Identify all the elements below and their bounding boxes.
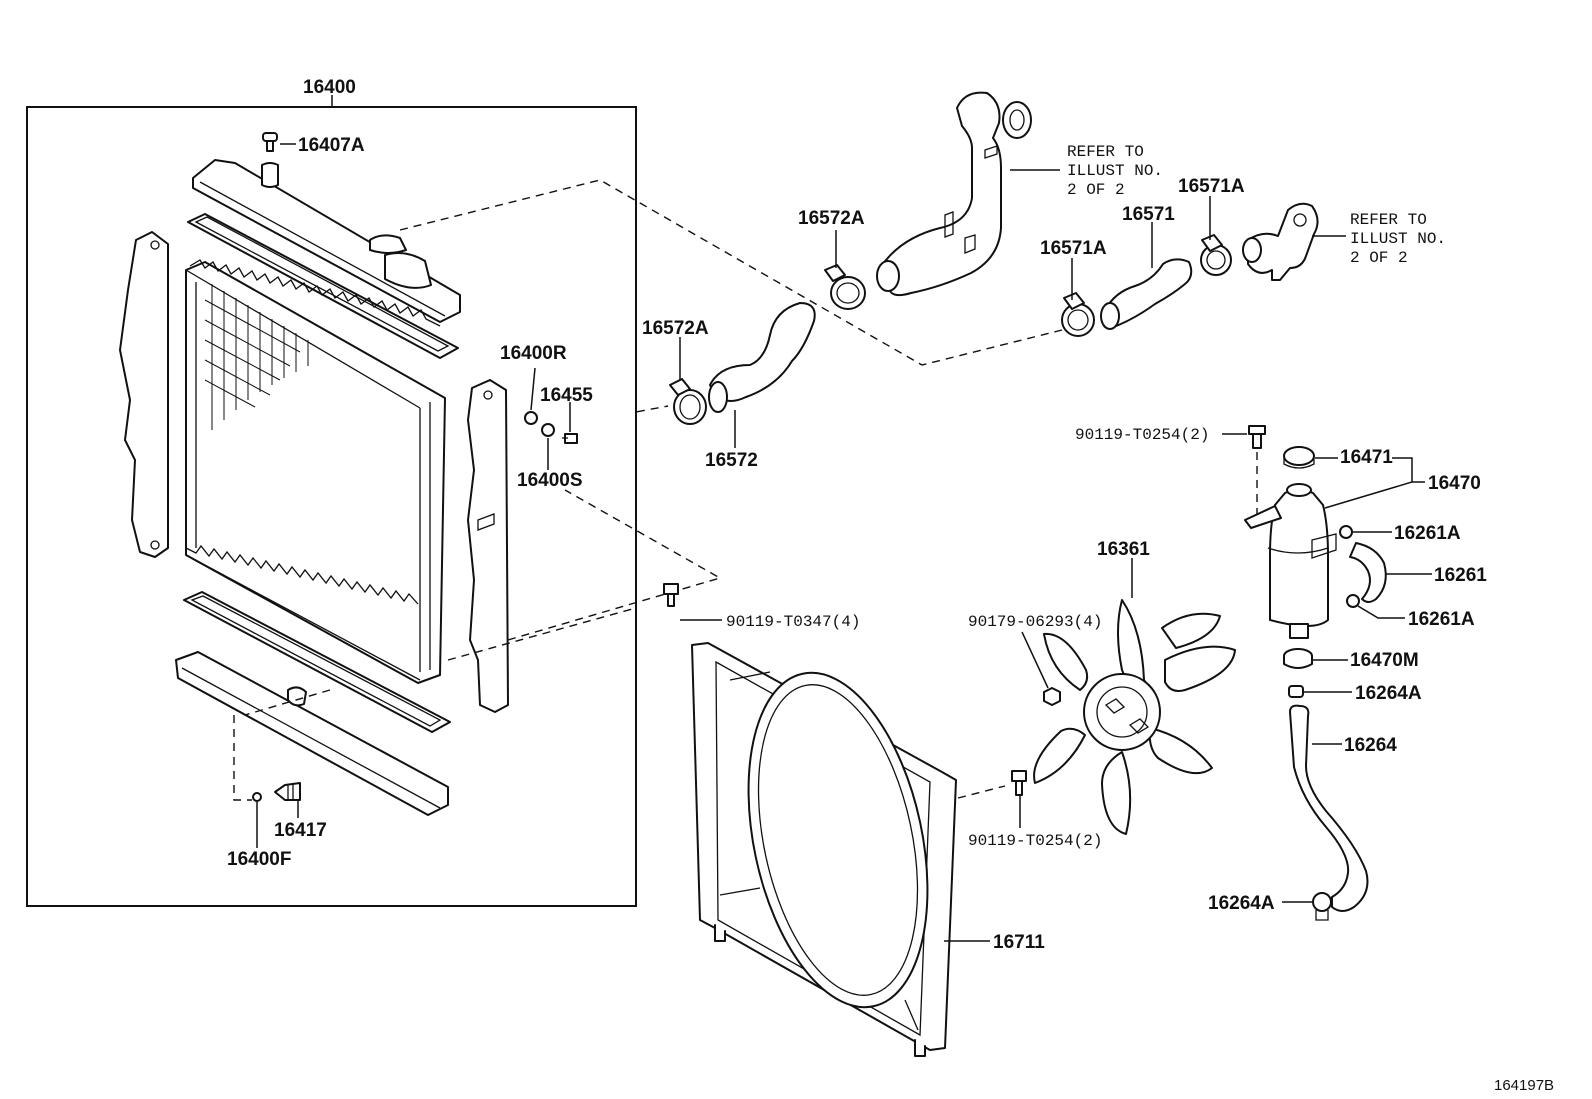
label-16400: 16400 (303, 77, 356, 98)
leader-16261A-bottom (1357, 605, 1405, 619)
water-outlet-pipe (876, 91, 1032, 297)
refer-upper-line1: REFER TO (1067, 143, 1144, 161)
hose-clip-16261A-bottom (1346, 594, 1360, 608)
fan-nut (1043, 687, 1061, 706)
label-16261: 16261 (1434, 565, 1487, 586)
label-16361: 16361 (1097, 539, 1150, 560)
refer-right-line3: 2 OF 2 (1350, 249, 1408, 267)
diagram-id: 164197B (1494, 1077, 1554, 1094)
hose-clamp-16571A-right (1200, 234, 1232, 276)
label-16470M: 16470M (1350, 650, 1419, 671)
bushing-16400R (524, 411, 538, 425)
hose-clip-16264A-top (1288, 685, 1304, 698)
lower-hose-end (708, 381, 728, 413)
label-90119-T0254-bot: 90119-T0254(2) (968, 832, 1102, 850)
grommet-16470M (1283, 648, 1313, 669)
water-inlet-fitting (1242, 202, 1319, 281)
label-16571A-right: 16571A (1178, 176, 1245, 197)
dash-bracket (507, 489, 722, 641)
shroud-bolt-right (1011, 770, 1027, 796)
radiator-core (185, 259, 446, 684)
dash-shroud-bolt (957, 785, 1006, 799)
bypass-hose-end (1100, 302, 1120, 330)
label-16261A-bottom: 16261A (1408, 609, 1475, 630)
radiator-upper-gasket (187, 213, 459, 359)
cooling-fan (1033, 599, 1236, 835)
label-16572A-mid: 16572A (642, 318, 709, 339)
reservoir-bolt (1248, 425, 1266, 449)
label-16470: 16470 (1428, 473, 1481, 494)
radiator-cap (262, 132, 278, 152)
label-90119-T0347: 90119-T0347(4) (726, 613, 860, 631)
hose-clip-16264A-bottom (1312, 892, 1332, 921)
label-16400S: 16400S (517, 470, 583, 491)
drain-gasket (252, 792, 262, 802)
label-90119-T0254-top: 90119-T0254(2) (1075, 426, 1209, 444)
leader-90179-06293 (1021, 631, 1049, 689)
fan-shroud (691, 642, 957, 1057)
leader-16470-upper (1324, 457, 1413, 509)
radiator-left-side-plate (119, 231, 169, 558)
label-16264A-bottom: 16264A (1208, 893, 1275, 914)
bushing-16400S (541, 423, 555, 437)
refer-right-line1: REFER TO (1350, 211, 1427, 229)
leader-16400R (530, 367, 536, 411)
refer-upper-line2: ILLUST NO. (1067, 162, 1163, 180)
label-16711: 16711 (993, 932, 1045, 953)
dash-lower-hose (447, 405, 669, 661)
bolt-16455 (562, 433, 578, 444)
label-16455: 16455 (540, 385, 593, 406)
hose-clip-16261A-top (1339, 525, 1353, 539)
hose-clamp-16571A-left (1061, 292, 1095, 337)
label-90179-06293: 90179-06293(4) (968, 613, 1102, 631)
label-16572A-top: 16572A (798, 208, 865, 229)
reservoir-cap (1283, 446, 1315, 466)
label-16417: 16417 (274, 820, 327, 841)
dash-lower-tank (244, 689, 331, 716)
label-16571: 16571 (1122, 204, 1175, 225)
label-16407A: 16407A (298, 135, 365, 156)
label-16264A-top: 16264A (1355, 683, 1422, 704)
shroud-bolt-left (663, 583, 679, 607)
radiator-upper-tank (192, 159, 461, 323)
overflow-hose-16261 (1349, 542, 1387, 603)
label-16400F: 16400F (227, 849, 291, 870)
label-16261A-top: 16261A (1394, 523, 1461, 544)
radiator-right-side-plate (467, 379, 509, 713)
radiator-lower-gasket (183, 591, 451, 733)
lower-radiator-hose (709, 302, 816, 402)
label-16571A-left: 16571A (1040, 238, 1107, 259)
radiator-lower-tank (175, 651, 449, 816)
reservoir-hose-16264 (1289, 704, 1369, 912)
dash-upper-hose (399, 179, 1063, 366)
hose-clamp-16572A-upper (824, 264, 866, 310)
refer-right-line2: ILLUST NO. (1350, 230, 1446, 248)
drain-cock (274, 782, 301, 801)
label-16572: 16572 (705, 450, 758, 471)
label-16400R: 16400R (500, 343, 567, 364)
refer-upper-line3: 2 OF 2 (1067, 181, 1125, 199)
reservoir-tank (1244, 483, 1337, 639)
label-16264: 16264 (1344, 735, 1397, 756)
label-16471: 16471 (1340, 447, 1393, 468)
hose-clamp-16572A-lower (669, 378, 707, 425)
dash-drain (233, 715, 252, 801)
